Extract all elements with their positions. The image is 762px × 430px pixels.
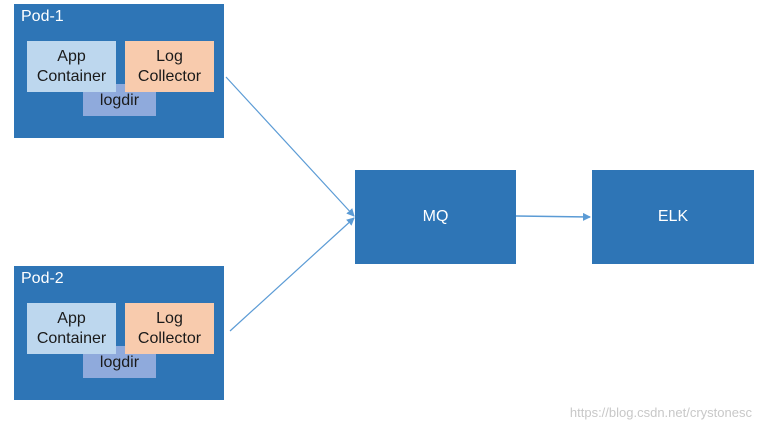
pod-2: Pod-2 App Container Log Collector logdir [14,266,224,400]
pod-1-label: Pod-1 [21,8,64,25]
mq-box: MQ [355,170,516,264]
pod-1-app-container: App Container [27,41,116,92]
arrow-pod1-to-mq [225,76,355,217]
pod-2-app-container-label: App Container [36,309,107,347]
pod-1: Pod-1 App Container Log Collector logdir [14,4,224,138]
pod-2-log-collector-label: Log Collector [137,309,202,347]
pod-2-logdir-label: logdir [99,354,140,371]
watermark: https://blog.csdn.net/crystonesc [569,405,752,420]
pod-1-logdir-label: logdir [99,92,140,109]
pod-2-log-collector: Log Collector [125,303,214,354]
mq-label: MQ [422,208,449,225]
pod-1-log-collector: Log Collector [125,41,214,92]
elk-box: ELK [592,170,754,264]
arrow-mq-to-elk [515,212,591,221]
pod-2-label: Pod-2 [21,270,64,287]
pod-1-app-container-label: App Container [36,47,107,85]
pod-1-log-collector-label: Log Collector [137,47,202,85]
elk-label: ELK [657,208,689,225]
pod-2-app-container: App Container [27,303,116,354]
arrow-pod2-to-mq [229,217,355,332]
